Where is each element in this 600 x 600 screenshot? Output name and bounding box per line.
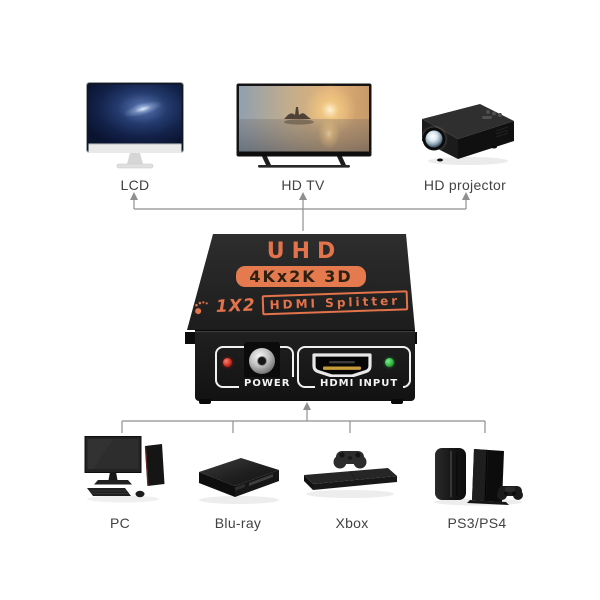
label-hd-projector: HD projector — [423, 177, 507, 193]
lcd-stand — [127, 153, 143, 164]
label-xbox: Xbox — [335, 515, 369, 531]
splitter-model-row: 1X2 HDMI Splitter — [187, 290, 415, 318]
hd-tv-icon — [236, 83, 372, 168]
tv-leg-right — [337, 156, 346, 165]
label-lcd: LCD — [120, 177, 150, 193]
projector-buttons — [482, 110, 502, 119]
xbox-console-icon — [304, 451, 397, 498]
ps4-console — [467, 449, 509, 505]
hd-projector-icon — [420, 104, 514, 165]
ps-controller — [497, 486, 523, 500]
xbox-side — [313, 476, 397, 490]
hdmi-splitter-device: UHD 4Kx2K 3D 1X2 HDMI Splitter — [185, 232, 417, 404]
signal-led-green — [385, 358, 394, 367]
xbox-front — [304, 475, 313, 490]
ps3-console — [435, 448, 466, 500]
blu-ray-top — [199, 458, 279, 486]
projector-top — [422, 104, 514, 139]
island-silhouette — [284, 107, 311, 119]
splitter-model-name: HDMI Splitter — [261, 290, 409, 316]
label-pc: PC — [109, 515, 131, 531]
blu-ray-drive-slot — [249, 474, 273, 486]
power-jack-barrel — [249, 348, 275, 374]
paw-dots-icon — [194, 300, 208, 314]
ps3-ps4-consoles-icon — [434, 448, 523, 506]
pc-monitor-stand — [108, 472, 118, 480]
xbox-top — [304, 468, 397, 484]
power-jack — [244, 342, 280, 380]
blu-ray-player-icon — [199, 458, 279, 504]
hdmi-port-icon — [312, 353, 372, 378]
arrow-up-lcd — [130, 192, 138, 200]
lcd-monitor-icon — [86, 82, 184, 169]
hdmi-input-label: HDMI INPUT — [315, 377, 404, 391]
projector-side — [458, 121, 514, 159]
label-ps3-ps4: PS3/PS4 — [447, 515, 507, 531]
arrow-up-projector — [462, 192, 470, 200]
arrow-up-splitter — [303, 402, 311, 410]
splitter-top-face: UHD 4Kx2K 3D 1X2 HDMI Splitter — [187, 234, 415, 330]
case-flange-left — [185, 332, 195, 344]
case-foot-left — [199, 399, 211, 404]
xbox-controller — [333, 451, 367, 469]
power-label: POWER — [239, 377, 296, 391]
splitter-badge: 4Kx2K 3D — [236, 266, 366, 287]
splitter-model-prefix: 1X2 — [215, 295, 256, 317]
pc-tower — [145, 444, 165, 486]
tv-leg-left — [262, 156, 271, 165]
splitter-title: UHD — [266, 239, 343, 264]
blu-ray-front-left — [199, 472, 235, 497]
label-blu-ray: Blu-ray — [214, 515, 262, 531]
power-led-red — [223, 358, 232, 367]
pc-keyboard — [87, 488, 131, 496]
splitter-front-panel: POWER HDMI INPUT — [195, 330, 415, 401]
label-hd-tv: HD TV — [281, 177, 325, 193]
pc-mouse — [135, 490, 145, 498]
case-foot-right — [391, 399, 403, 404]
pc-icon — [84, 436, 165, 503]
arrow-up-hdtv — [299, 192, 307, 200]
power-jack-pin — [258, 357, 266, 365]
